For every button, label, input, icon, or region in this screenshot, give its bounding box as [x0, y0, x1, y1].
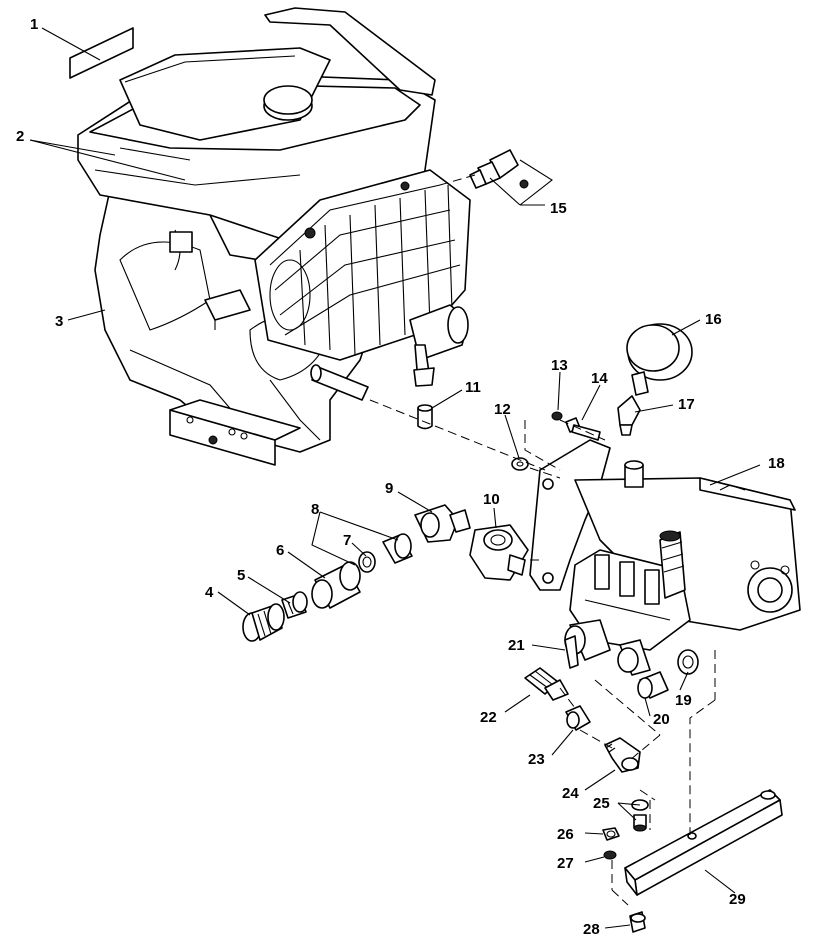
part-plug-20	[637, 671, 669, 699]
callout-28: 28	[583, 921, 600, 938]
part-bolt-28	[629, 911, 646, 933]
callout-14: 14	[591, 370, 608, 387]
alignment-lines	[369, 174, 716, 906]
part-washer-27	[603, 850, 617, 860]
part-elbow-fitting-17	[617, 395, 641, 436]
callout-labels: 1 2 3 4 5 6 7 8 9 10 11 12 13 14 15 16 1…	[16, 16, 785, 938]
callout-24: 24	[562, 785, 579, 802]
part-inlet-8	[382, 533, 413, 564]
callout-15: 15	[550, 200, 567, 217]
callout-5: 5	[237, 567, 245, 584]
leader-lines	[29, 27, 761, 929]
callout-16: 16	[705, 311, 722, 328]
part-spark-plug	[469, 149, 529, 189]
callout-6: 6	[276, 542, 284, 559]
callout-7: 7	[343, 532, 351, 549]
part-plug-19	[677, 649, 699, 675]
callout-17: 17	[678, 396, 695, 413]
callout-1: 1	[30, 16, 38, 33]
part-inlet-4	[242, 603, 285, 642]
part-inlet-10	[469, 524, 529, 581]
part-inlet-7	[358, 551, 376, 573]
part-pressure-gauge	[626, 323, 693, 396]
callout-19: 19	[675, 692, 692, 709]
part-inlet-5	[281, 591, 308, 619]
callout-8: 8	[311, 501, 319, 518]
part-nut-26	[602, 827, 620, 841]
callout-21: 21	[508, 637, 525, 654]
callout-22: 22	[480, 709, 497, 726]
part-pump	[529, 439, 801, 676]
callout-18: 18	[768, 455, 785, 472]
callout-20: 20	[653, 711, 670, 728]
part-bracket-21	[564, 635, 579, 669]
callout-12: 12	[494, 401, 511, 418]
part-inlet-9	[414, 504, 471, 543]
callout-11: 11	[465, 379, 481, 396]
callout-3: 3	[55, 313, 63, 330]
part-key	[417, 404, 433, 430]
part-skid-bracket-29	[624, 789, 783, 896]
part-nipple-23	[565, 705, 591, 731]
callout-13: 13	[551, 357, 568, 374]
callout-23: 23	[528, 751, 545, 768]
part-inlet-6	[311, 561, 361, 609]
part-washer-12	[511, 457, 529, 471]
callout-4: 4	[205, 584, 214, 601]
callout-2: 2	[16, 128, 24, 145]
callout-29: 29	[729, 891, 746, 908]
part-elbow-24	[604, 737, 641, 773]
callout-26: 26	[557, 826, 574, 843]
part-bolt-14	[565, 417, 601, 441]
part-engine	[77, 7, 471, 466]
callout-9: 9	[385, 480, 393, 497]
part-quick-connect-22	[524, 667, 569, 701]
callout-25: 25	[593, 795, 610, 812]
part-decal	[69, 27, 134, 79]
part-washer-25	[631, 799, 649, 832]
part-lock-washer-13	[551, 411, 563, 421]
callout-10: 10	[483, 491, 500, 508]
callout-27: 27	[557, 855, 574, 872]
